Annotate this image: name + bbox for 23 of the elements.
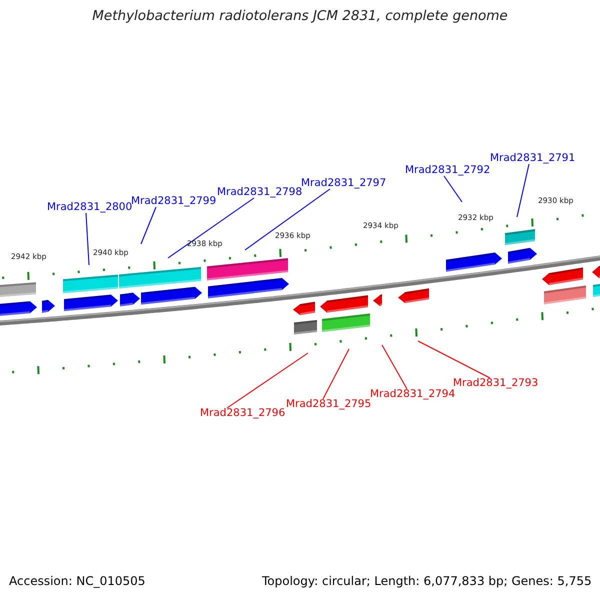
genome-stats-text: Topology: circular; Length: 6,077,833 bp; Genes: 5,755: [262, 575, 592, 587]
genome-title: Methylobacterium radiotolerans JCM 2831, complete genome: [91, 10, 509, 24]
gene-label: Mrad2831_2792: [405, 165, 490, 176]
leader-line: [322, 348, 350, 400]
leader-line: [418, 340, 490, 378]
leader-line: [86, 212, 90, 266]
leader-line: [444, 176, 462, 202]
gene-label: Mrad2831_2798: [217, 187, 302, 198]
leader-line: [168, 198, 254, 258]
gene-label: Mrad2831_2793: [453, 378, 538, 388]
gene-label: Mrad2831_2797: [301, 178, 386, 188]
gene-label: Mrad2831_2800: [47, 202, 132, 212]
gene-label: Mrad2831_2799: [131, 196, 216, 206]
leader-line: [140, 206, 156, 244]
gene-label: Mrad2831_2795: [286, 399, 372, 410]
leader-line: [244, 188, 330, 250]
gene-label: Mrad2831_2796: [200, 408, 286, 418]
leader-line: [382, 344, 408, 390]
gene-label: Mrad2831_2794: [370, 389, 456, 400]
gene-label: Mrad2831_2791: [490, 153, 576, 164]
leader-line: [226, 352, 308, 408]
leader-line: [516, 164, 530, 218]
accession-text: Accession: NC_010505: [9, 575, 146, 587]
